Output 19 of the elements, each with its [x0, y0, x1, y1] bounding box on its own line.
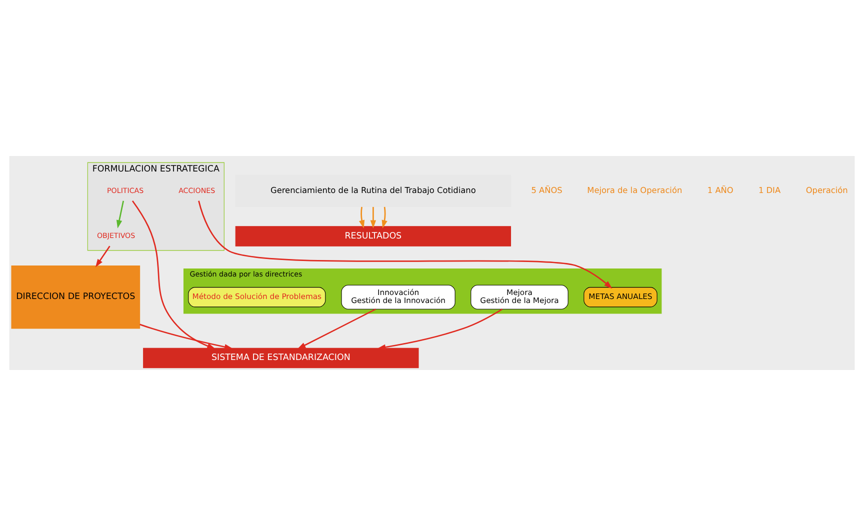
arrow	[95, 245, 110, 267]
arrow	[377, 308, 503, 350]
label: 1 AÑO	[707, 184, 734, 194]
label: 1 DIA	[758, 184, 781, 194]
label: Mejora de la Operación	[587, 184, 682, 194]
arrow	[132, 200, 216, 348]
arrow	[116, 200, 124, 228]
label: 5 AÑOS	[531, 184, 562, 194]
arrow	[358, 206, 365, 228]
arrow	[198, 200, 612, 288]
arrow	[297, 308, 376, 349]
label: Operación	[806, 184, 848, 194]
node-box: SISTEMA DE ESTANDARIZACION	[143, 347, 419, 368]
arrow	[140, 323, 233, 350]
arrow	[382, 206, 388, 228]
node-text: Gerenciamiento de la Rutina del Trabajo Cotidiano	[270, 184, 476, 194]
arrow	[370, 206, 376, 228]
node-box: RESULTADOS	[235, 226, 512, 246]
node-box: DIRECCION DE PROYECTOS	[11, 264, 140, 328]
